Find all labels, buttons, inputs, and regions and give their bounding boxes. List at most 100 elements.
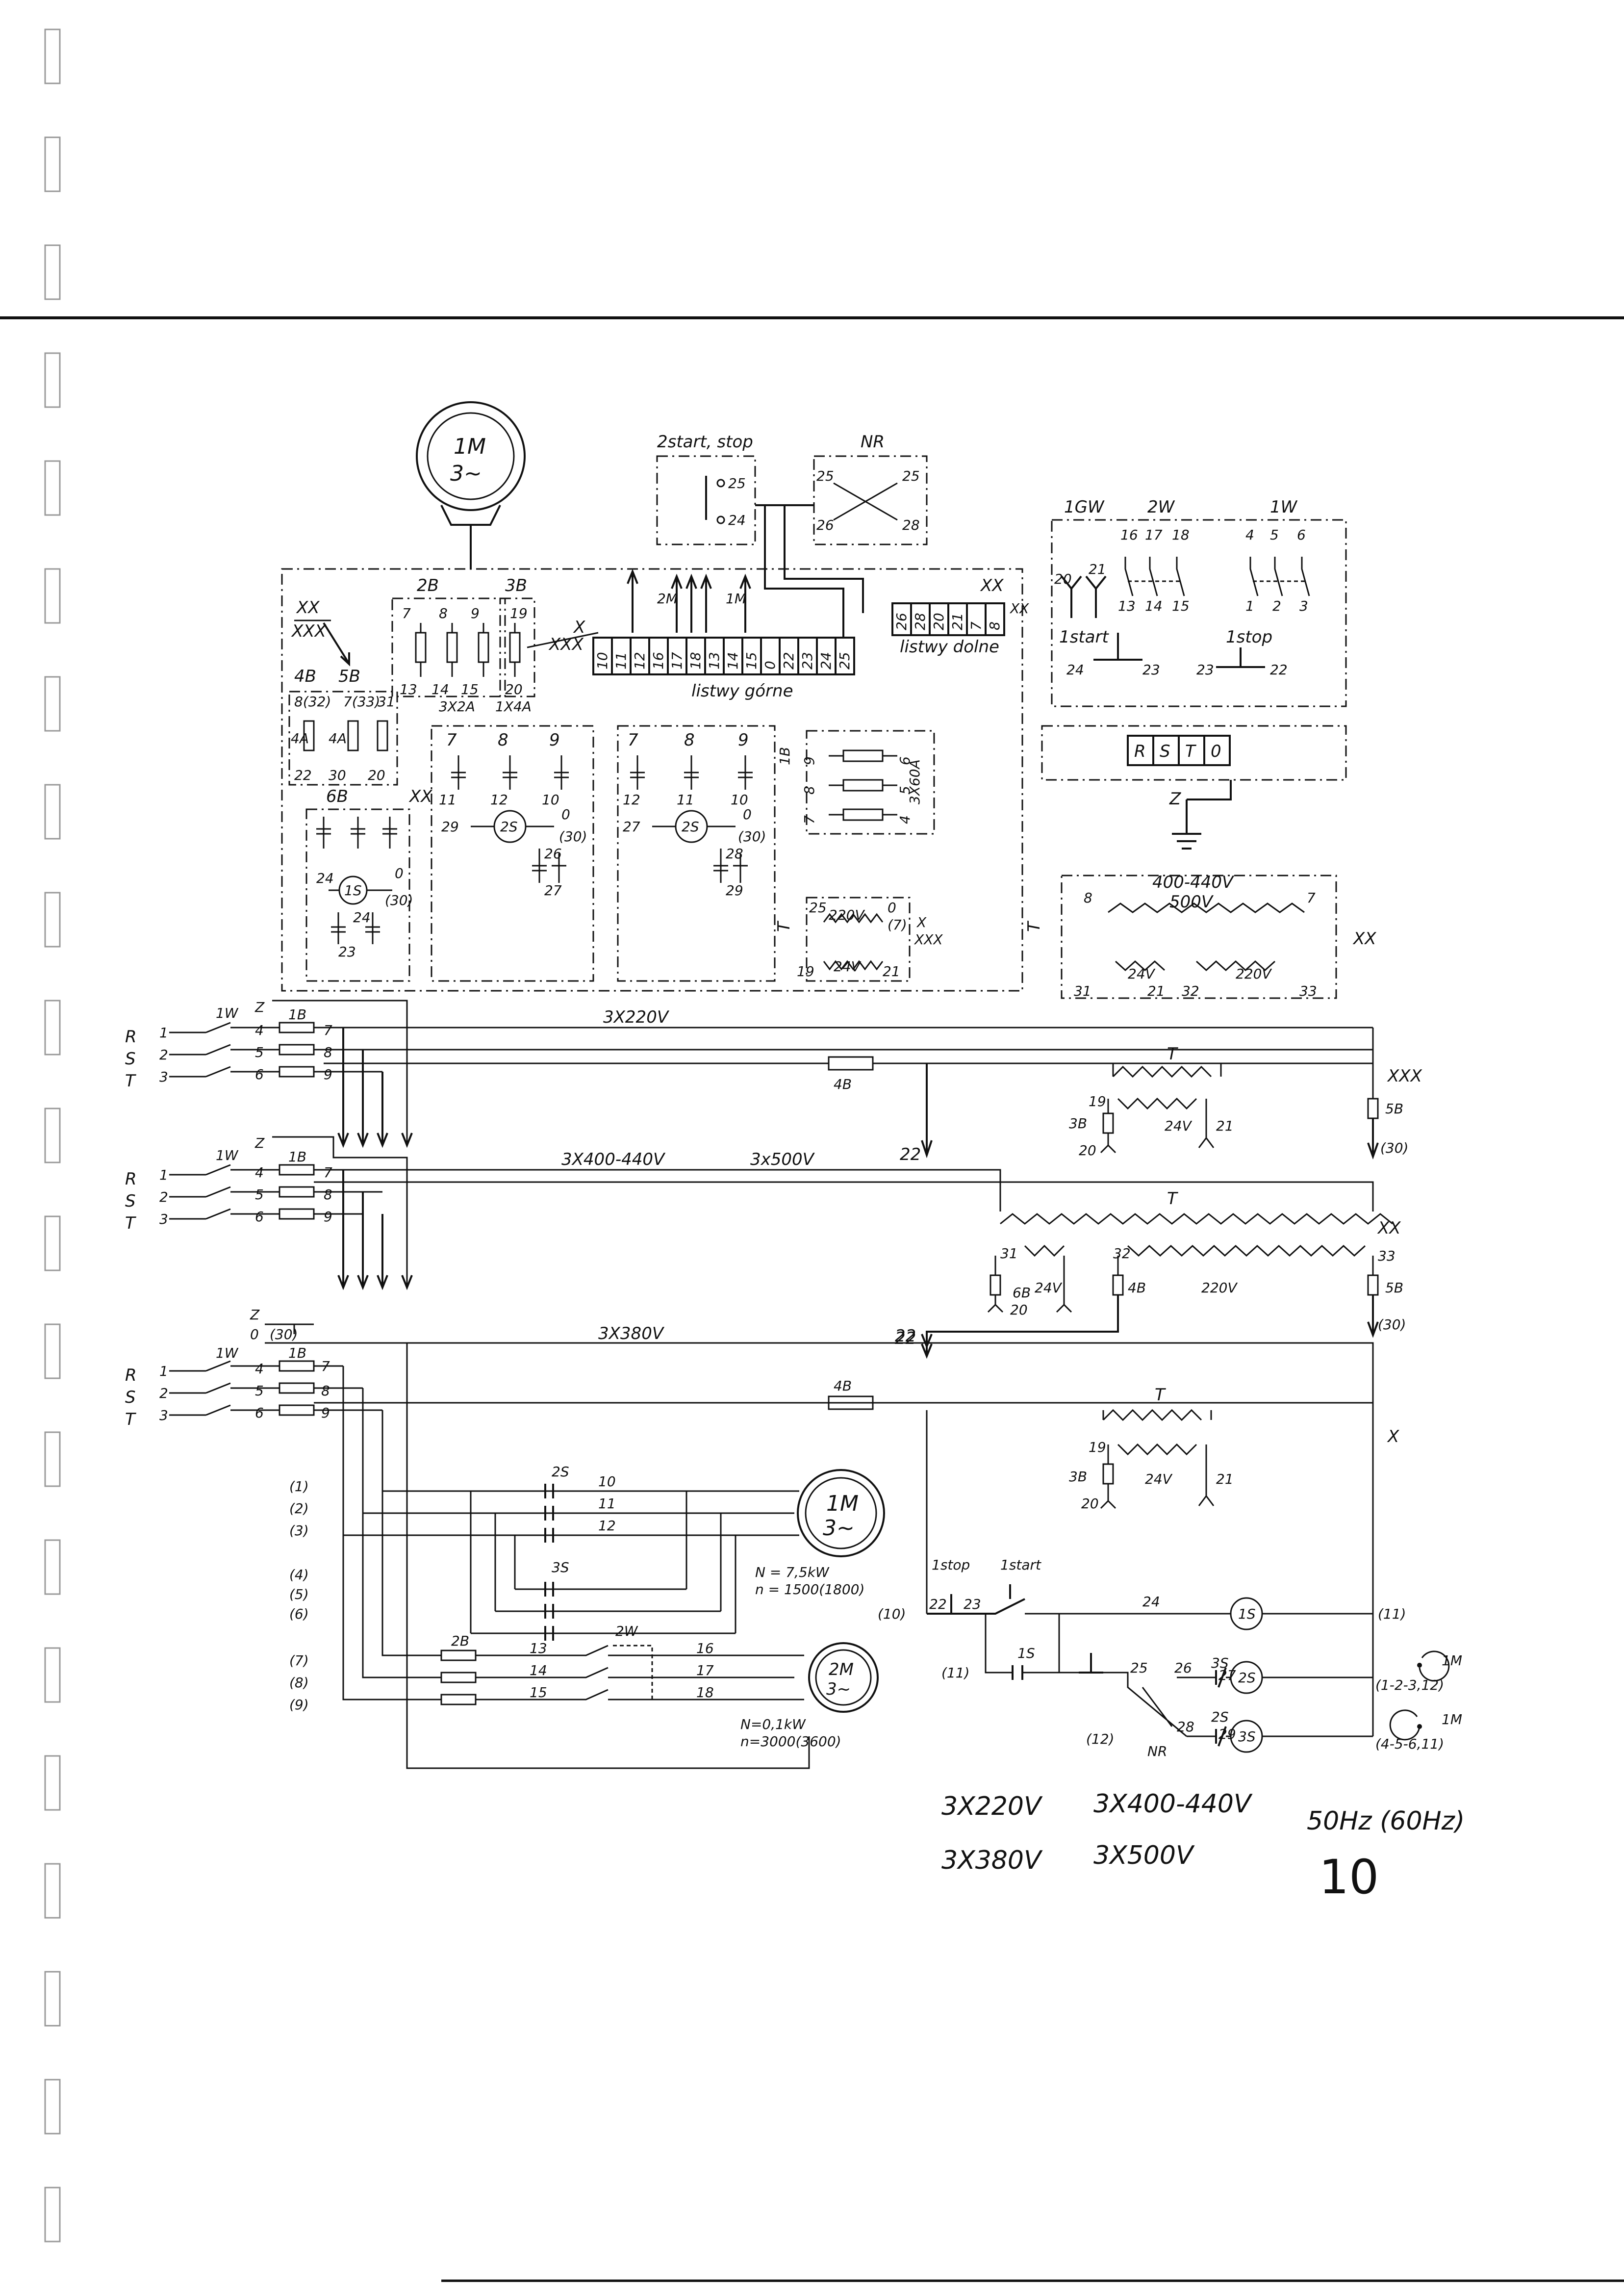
svg-text:3X380V: 3X380V: [941, 1846, 1043, 1875]
svg-text:Z: Z: [250, 1307, 260, 1323]
svg-text:1S: 1S: [1017, 1645, 1035, 1661]
svg-text:28: 28: [902, 517, 920, 533]
svg-text:8: 8: [1084, 890, 1092, 906]
svg-text:17: 17: [696, 1662, 714, 1678]
svg-text:2: 2: [159, 1047, 168, 1063]
svg-text:1M: 1M: [454, 434, 486, 459]
svg-text:5: 5: [255, 1044, 264, 1060]
svg-text:NR: NR: [1147, 1743, 1167, 1759]
svg-text:33: 33: [1378, 1248, 1396, 1264]
svg-text:25: 25: [1130, 1660, 1148, 1676]
svg-text:XX: XX: [296, 598, 320, 618]
svg-text:8: 8: [498, 730, 508, 750]
svg-text:20: 20: [1054, 571, 1072, 587]
svg-text:4A: 4A: [291, 730, 309, 747]
svg-text:6B: 6B: [1013, 1285, 1031, 1301]
terminal-cell: [779, 637, 799, 675]
svg-text:12: 12: [490, 792, 508, 808]
svg-text:(8): (8): [289, 1675, 309, 1691]
svg-text:24V: 24V: [834, 958, 862, 975]
svg-text:5B: 5B: [1385, 1101, 1403, 1117]
rsto-label: T: [1185, 742, 1196, 761]
svg-text:10: 10: [598, 1473, 616, 1490]
svg-text:(2): (2): [289, 1500, 309, 1517]
svg-text:2M: 2M: [829, 1660, 854, 1679]
svg-text:9: 9: [549, 730, 560, 750]
svg-text:1start: 1start: [1059, 627, 1109, 647]
svg-text:(5): (5): [289, 1586, 309, 1602]
svg-text:1start: 1start: [1000, 1557, 1041, 1573]
svg-text:5: 5: [1270, 527, 1279, 543]
svg-text:1W: 1W: [216, 1005, 239, 1021]
terminal-label: 21: [949, 613, 965, 630]
svg-text:2S: 2S: [682, 819, 699, 835]
svg-text:9: 9: [321, 1405, 330, 1421]
svg-text:2W: 2W: [615, 1623, 638, 1639]
svg-text:4: 4: [255, 1022, 264, 1038]
svg-text:3S: 3S: [1238, 1728, 1256, 1745]
terminal-label: 17: [669, 652, 685, 670]
svg-text:24: 24: [353, 909, 371, 926]
svg-text:(30): (30): [738, 828, 766, 845]
svg-text:2S: 2S: [500, 819, 518, 835]
svg-text:1stop: 1stop: [932, 1557, 970, 1573]
footer: 3X220V 3X400-440V 3X380V 3X500V 50Hz (60…: [941, 1789, 1465, 1905]
svg-text:9: 9: [324, 1066, 332, 1083]
rsto-label: 0: [1211, 742, 1221, 761]
svg-text:8: 8: [801, 786, 817, 795]
svg-text:30: 30: [329, 767, 346, 783]
terminal-label: 8: [987, 621, 1003, 630]
terminal-label: 7: [968, 621, 984, 630]
svg-text:(6): (6): [289, 1606, 309, 1622]
power-circuit: (1) (2) (3) (4) (5) (6) (7) (8) (9) 2S 3…: [289, 1343, 885, 1769]
svg-text:2W: 2W: [1147, 497, 1175, 517]
svg-text:17: 17: [1145, 527, 1163, 543]
svg-text:0: 0: [250, 1326, 259, 1342]
svg-text:N=0,1kW: N=0,1kW: [740, 1716, 806, 1732]
svg-text:3~: 3~: [450, 461, 482, 486]
svg-text:26: 26: [816, 517, 834, 533]
svg-text:11: 11: [439, 792, 457, 808]
svg-text:20: 20: [505, 681, 523, 697]
binder-holes: [44, 28, 61, 2242]
svg-text:3X2A: 3X2A: [439, 698, 475, 715]
svg-text:XX: XX: [1377, 1218, 1401, 1238]
svg-text:(11): (11): [941, 1665, 969, 1681]
svg-text:6B: 6B: [326, 787, 348, 806]
svg-text:22: 22: [895, 1329, 916, 1348]
svg-text:18: 18: [696, 1684, 714, 1701]
svg-text:1M: 1M: [826, 1491, 859, 1516]
svg-text:2: 2: [159, 1189, 168, 1205]
svg-text:12: 12: [623, 792, 640, 808]
svg-text:(11): (11): [1378, 1606, 1406, 1622]
start-stop-box: 2start, stop 25 24: [656, 432, 756, 545]
rsto-cell: [1178, 735, 1205, 766]
svg-text:3X500V: 3X500V: [1093, 1841, 1195, 1870]
terminal-label: 14: [725, 652, 741, 670]
svg-text:18: 18: [1172, 527, 1190, 543]
svg-text:6: 6: [255, 1405, 264, 1421]
svg-text:32: 32: [1113, 1245, 1131, 1262]
svg-text:R: R: [125, 1169, 137, 1189]
svg-text:T: T: [1024, 921, 1044, 932]
terminal-label: 15: [743, 652, 760, 670]
svg-text:1W: 1W: [216, 1345, 239, 1361]
svg-text:19: 19: [1089, 1093, 1106, 1109]
terminal-cell: [685, 637, 706, 675]
svg-text:Z: Z: [1169, 789, 1181, 809]
svg-text:T: T: [1167, 1044, 1178, 1064]
svg-text:29: 29: [441, 819, 459, 835]
svg-text:XXX: XXX: [291, 621, 327, 641]
svg-text:2start, stop: 2start, stop: [657, 432, 753, 452]
svg-text:1W: 1W: [216, 1147, 239, 1163]
svg-text:3X380V: 3X380V: [598, 1324, 665, 1343]
svg-text:XXX: XXX: [1387, 1066, 1422, 1086]
terminal-label: 13: [706, 652, 722, 670]
terminal-cell: [891, 602, 912, 636]
rsto-label: R: [1134, 742, 1146, 761]
svg-text:T: T: [125, 1213, 136, 1233]
svg-text:3: 3: [159, 1069, 168, 1085]
svg-text:29: 29: [726, 882, 743, 899]
svg-text:3: 3: [1299, 598, 1308, 614]
